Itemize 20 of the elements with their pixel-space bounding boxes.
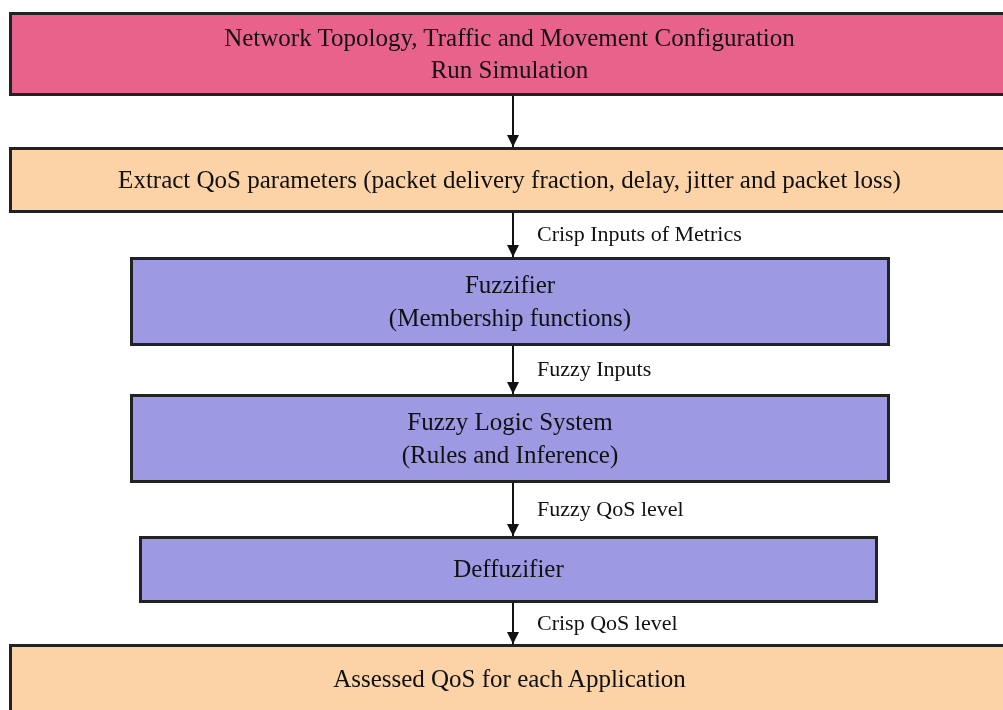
arrow (507, 602, 519, 645)
arrow (507, 345, 519, 395)
process-box (130, 394, 890, 483)
box-text: Run Simulation (430, 55, 589, 85)
process-box (9, 147, 1003, 213)
arrow (507, 482, 519, 537)
process-box (9, 12, 1003, 96)
box-text: Assessed QoS for each Application (333, 663, 686, 694)
box-text: Fuzzifier (464, 270, 556, 300)
box-text: (Membership functions) (388, 302, 632, 333)
process-box (9, 644, 1003, 710)
process-box (130, 257, 890, 346)
box-text: (Rules and Inference) (401, 439, 619, 470)
box-text: Extract QoS parameters (packet delivery fraction, delay, jitter and packet loss) (118, 164, 901, 196)
arrow (507, 212, 519, 258)
box-text: Network Topology, Traffic and Movement Configuration (224, 22, 795, 53)
box-text: Deffuzifier (453, 554, 564, 585)
process-box (139, 536, 878, 603)
box-text: Fuzzy Logic System (407, 407, 613, 437)
arrow (507, 95, 519, 148)
